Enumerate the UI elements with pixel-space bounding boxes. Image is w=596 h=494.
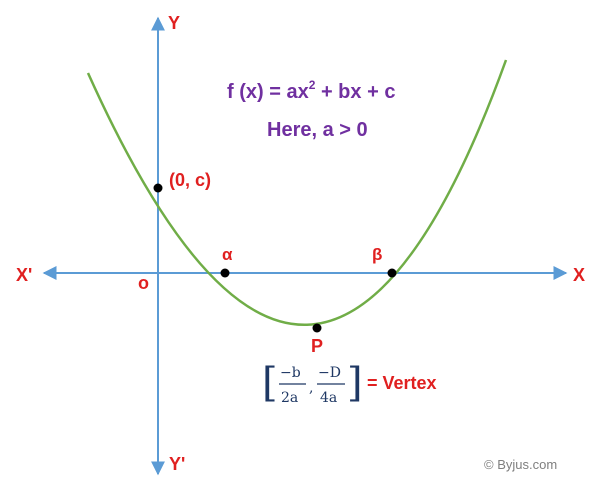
parabola-curve — [86, 59, 508, 326]
y-intercept-point — [153, 183, 163, 193]
credit-text: © Byjus.com — [484, 457, 557, 472]
right-bracket: ] — [347, 360, 363, 406]
x-neg-axis-label: X' — [16, 265, 32, 285]
vertex-point-label: P — [311, 336, 323, 356]
y-denominator: 4a — [320, 390, 337, 406]
beta-label: β — [372, 245, 382, 264]
vertex-formula: [ −b 2a , −D 4a ] = Vertex — [262, 360, 437, 406]
y-neg-axis-label: Y' — [169, 454, 185, 474]
x-denominator: 2a — [281, 390, 298, 406]
equation-exponent: 2 — [309, 78, 316, 92]
y-axis-label: Y — [168, 13, 180, 33]
beta-root-point — [387, 268, 397, 278]
alpha-root-point — [220, 268, 230, 278]
formula-separator: , — [309, 380, 313, 396]
x-axis-label: X — [573, 265, 585, 285]
alpha-label: α — [222, 245, 233, 264]
equation-label: f (x) = ax2 + bx + c — [227, 78, 395, 103]
y-numerator: −D — [318, 365, 341, 381]
vertex-result-label: = Vertex — [367, 373, 437, 393]
left-bracket: [ — [262, 360, 278, 406]
y-intercept-label: (0, c) — [169, 170, 211, 190]
condition-label: Here, a > 0 — [267, 119, 368, 141]
vertex-point — [312, 323, 322, 333]
origin-label: o — [138, 273, 149, 293]
x-numerator: −b — [280, 365, 301, 381]
